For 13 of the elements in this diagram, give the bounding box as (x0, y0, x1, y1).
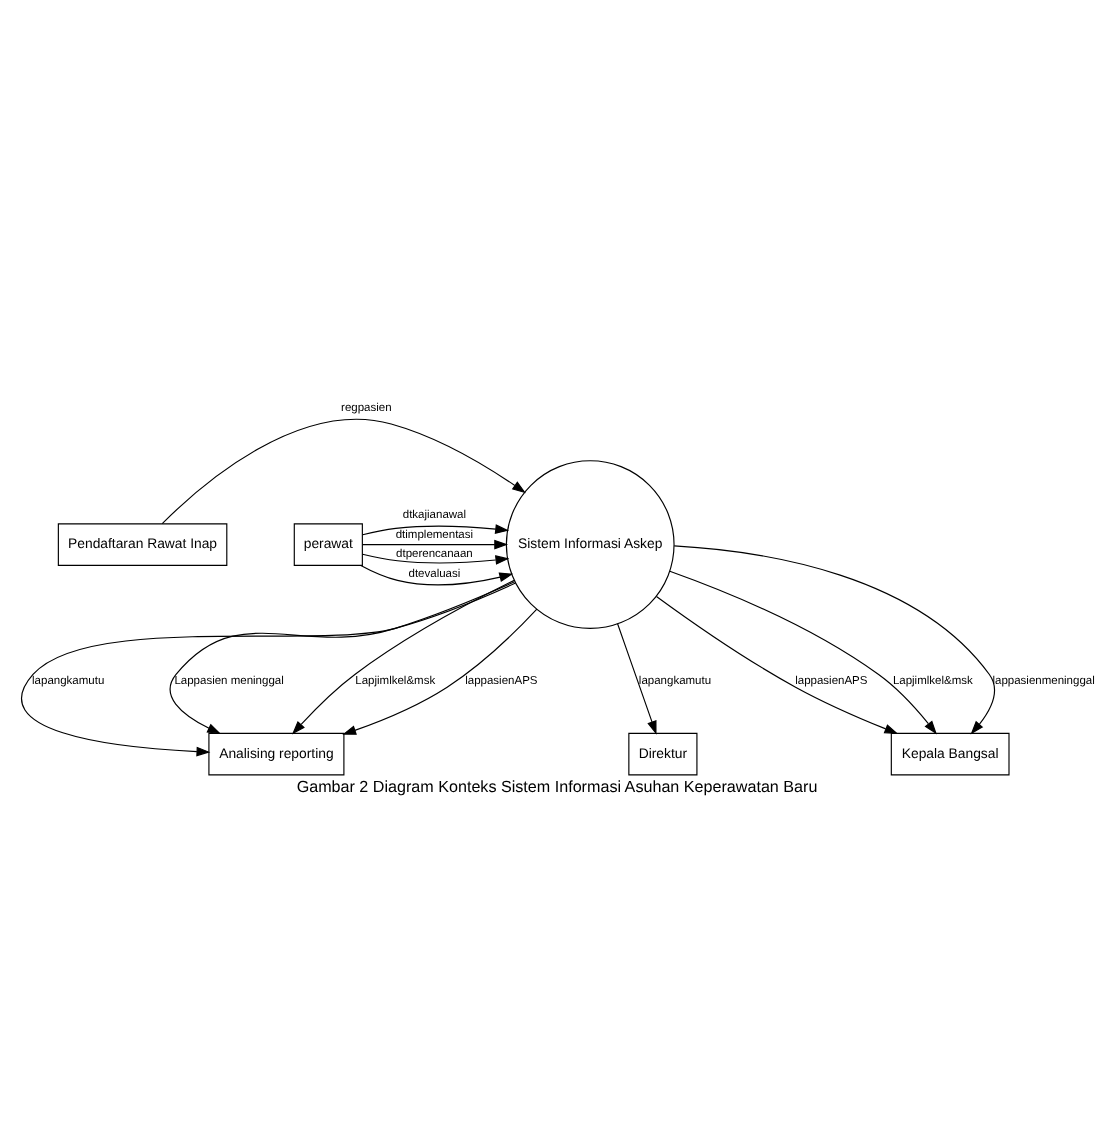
arrow (617, 623, 657, 735)
arrow (161, 419, 526, 525)
arrow (655, 595, 899, 734)
arrow (20, 582, 517, 757)
arrow (669, 570, 937, 735)
arrow (361, 553, 510, 565)
arrow (673, 545, 996, 735)
arrow (360, 564, 514, 586)
arrow (362, 539, 509, 550)
arrow (342, 608, 538, 735)
arrow (291, 579, 515, 735)
arrow (169, 581, 516, 734)
arrow (362, 524, 509, 536)
